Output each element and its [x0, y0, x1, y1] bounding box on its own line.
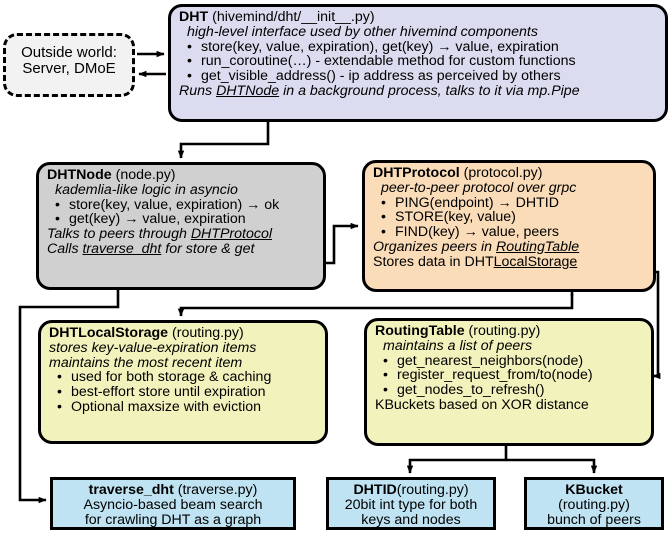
- routingtable-bullet-0-text: get_nearest_neighbors(node): [397, 352, 584, 369]
- dhtprotocol-bullet-0-text: PING(endpoint) → DHTID: [395, 194, 559, 211]
- dhtnode-node[interactable]: DHTNode (node.py) kademlia-like logic in…: [36, 162, 326, 290]
- dht-subtitle: high-level interface used by other hivem…: [187, 23, 538, 40]
- routingtable-file: (routing.py): [468, 323, 541, 339]
- dht-node[interactable]: DHT (hivemind/dht/__init__.py) high-leve…: [168, 4, 668, 122]
- outside-world-line2: Server, DMoE: [22, 59, 116, 77]
- dhtlocalstorage-bullet-1: •best-effort store until expiration: [57, 384, 266, 401]
- dhtprotocol-footer2-link-localstorage[interactable]: LocalStorage: [493, 253, 578, 270]
- wire-routingtable-split: [406, 446, 508, 474]
- dhtnode-bullet-1-text: get(key) → value, expiration: [69, 211, 246, 228]
- dhtnode-subtitle: kademlia-like logic in asyncio: [55, 181, 238, 198]
- dhtprotocol-title: DHTProtocol: [373, 165, 460, 181]
- wire-dht-to-dhtnode: [177, 122, 270, 159]
- dhtnode-footer2-link-traverse-dht[interactable]: traverse_dht: [82, 240, 162, 257]
- dhtprotocol-bullet-2-text: FIND(key) → value, peers: [395, 224, 559, 241]
- wire-dhtnode-to-traverse: [18, 285, 120, 504]
- wire-routingtable-split-right: [506, 458, 598, 474]
- dhtprotocol-footer2-pre: Stores data in DHT: [373, 253, 494, 270]
- dhtid-node[interactable]: DHTID(routing.py) 20bit int type for bot…: [326, 477, 496, 530]
- traverse-header: traverse_dht (traverse.py): [57, 483, 289, 498]
- dhtprotocol-bullet-1-text: STORE(key, value): [395, 209, 516, 226]
- kbucket-title: KBucket: [565, 482, 623, 498]
- traverse-line3: for crawling DHT as a graph: [84, 511, 262, 528]
- dhtprotocol-bullet-2: •FIND(key) → value, peers: [381, 224, 559, 241]
- routingtable-bullet-1: •register_request_from/to(node): [383, 367, 593, 384]
- dht-title: DHT: [179, 9, 209, 25]
- dhtnode-header: DHTNode (node.py): [47, 168, 317, 183]
- dht-bullet-0-text: store(key, value, expiration), get(key) …: [201, 38, 559, 55]
- dhtnode-bullet-0-text: store(key, value, expiration) → ok: [69, 196, 280, 213]
- dhtprotocol-footer1-link-routingtable[interactable]: RoutingTable: [496, 238, 580, 255]
- dhtlocalstorage-bullet-1-text: best-effort store until expiration: [71, 384, 266, 401]
- dht-bullet-0: •store(key, value, expiration), get(key)…: [187, 38, 559, 55]
- dht-footer-pre: Runs: [179, 82, 217, 99]
- dhtlocalstorage-header: DHTLocalStorage (routing.py): [49, 326, 319, 341]
- dhtnode-footer2-post: for store & get: [161, 240, 255, 257]
- dhtid-line3: keys and nodes: [361, 511, 461, 528]
- dhtid-header: DHTID(routing.py): [333, 483, 489, 498]
- wire-dhtprotocol-to-localstorage: [177, 294, 574, 317]
- dhtnode-bullet-1: •get(key) → value, expiration: [55, 211, 246, 228]
- dhtprotocol-subtitle: peer-to-peer protocol over grpc: [381, 179, 577, 196]
- dhtid-file: (routing.py): [396, 482, 469, 498]
- routingtable-bullet-2: •get_nodes_to_refresh(): [383, 382, 545, 399]
- dhtnode-footer2: Calls traverse_dht for store & get: [47, 240, 317, 257]
- dhtid-line2: 20bit int type for both: [344, 496, 478, 513]
- dhtprotocol-bullet-0: •PING(endpoint) → DHTID: [381, 194, 559, 211]
- kbucket-node[interactable]: KBucket (routing.py) bunch of peers: [524, 477, 664, 530]
- dhtlocalstorage-title: DHTLocalStorage: [49, 325, 169, 341]
- dhtlocalstorage-bullet-0: •used for both storage & caching: [57, 369, 272, 386]
- dhtlocalstorage-file: (routing.py): [172, 325, 244, 341]
- routingtable-node[interactable]: RoutingTable (routing.py) maintains a li…: [364, 318, 654, 446]
- dhtlocalstorage-subtitle1: stores key-value-expiration items: [49, 339, 257, 356]
- dhtnode-title: DHTNode: [47, 167, 112, 183]
- traverse-dht-node[interactable]: traverse_dht (traverse.py) Asyncio-based…: [50, 477, 296, 530]
- dhtprotocol-node[interactable]: DHTProtocol (protocol.py) peer-to-peer p…: [362, 160, 656, 292]
- dht-footer-post: in a background process, talks to it via…: [279, 82, 580, 99]
- routingtable-bullet-2-text: get_nodes_to_refresh(): [397, 382, 545, 399]
- dhtnode-footer1: Talks to peers through DHTProtocol: [47, 227, 317, 242]
- dht-bullet-2: •get_visible_address() - ip address as p…: [187, 68, 561, 85]
- dhtprotocol-file: (protocol.py): [463, 165, 543, 181]
- dhtprotocol-footer1: Organizes peers in RoutingTable: [373, 238, 647, 255]
- routingtable-title: RoutingTable: [375, 323, 465, 339]
- dhtnode-file: (node.py): [115, 167, 176, 183]
- dhtlocalstorage-bullet-2-text: Optional maxsize with eviction: [71, 398, 262, 415]
- dhtlocalstorage-subtitle2: maintains the most recent item: [49, 354, 243, 371]
- traverse-title: traverse_dht: [88, 482, 174, 498]
- outside-world-node[interactable]: Outside world: Server, DMoE: [3, 33, 135, 97]
- dhtnode-footer2-pre: Calls: [47, 240, 83, 257]
- dhtlocalstorage-bullet-2: •Optional maxsize with eviction: [57, 398, 262, 415]
- dht-footer-link-dhtnode[interactable]: DHTNode: [216, 82, 280, 99]
- dhtlocalstorage-node[interactable]: DHTLocalStorage (routing.py) stores key-…: [38, 320, 328, 444]
- dhtprotocol-footer2: Stores data in DHTLocalStorage: [373, 253, 647, 270]
- dhtnode-footer1-link-dhtprotocol[interactable]: DHTProtocol: [190, 226, 273, 243]
- dhtprotocol-footer1-pre: Organizes peers in: [373, 238, 497, 255]
- dht-bullet-1-text: run_coroutine(…) - extendable method for…: [201, 53, 576, 70]
- kbucket-line3: bunch of peers: [547, 511, 641, 528]
- traverse-line2: Asyncio-based beam search: [83, 496, 263, 513]
- dhtlocalstorage-bullet-0-text: used for both storage & caching: [71, 369, 272, 386]
- dhtnode-footer1-pre: Talks to peers through: [47, 226, 191, 243]
- dht-footer: Runs DHTNode in a background process, ta…: [179, 82, 659, 99]
- dht-header: DHT (hivemind/dht/__init__.py): [179, 10, 659, 25]
- dhtprotocol-bullet-1: •STORE(key, value): [381, 209, 516, 226]
- dht-bullet-1: •run_coroutine(…) - extendable method fo…: [187, 53, 576, 70]
- dhtid-title: DHTID: [353, 482, 397, 498]
- traverse-file: (traverse.py): [177, 482, 258, 498]
- dht-bullet-2-text: get_visible_address() - ip address as pe…: [201, 68, 561, 85]
- routingtable-subtitle: maintains a list of peers: [383, 337, 533, 354]
- dhtnode-bullet-0: •store(key, value, expiration) → ok: [55, 196, 280, 213]
- dht-file: (hivemind/dht/__init__.py): [212, 9, 375, 25]
- routingtable-bullet-1-text: register_request_from/to(node): [397, 367, 593, 384]
- dhtprotocol-header: DHTProtocol (protocol.py): [373, 166, 647, 181]
- routingtable-bullet-0: •get_nearest_neighbors(node): [383, 352, 584, 369]
- routingtable-header: RoutingTable (routing.py): [375, 324, 645, 339]
- outside-world-line1: Outside world:: [21, 44, 117, 61]
- kbucket-file: (routing.py): [558, 496, 630, 513]
- routingtable-footer: KBuckets based on XOR distance: [375, 396, 589, 413]
